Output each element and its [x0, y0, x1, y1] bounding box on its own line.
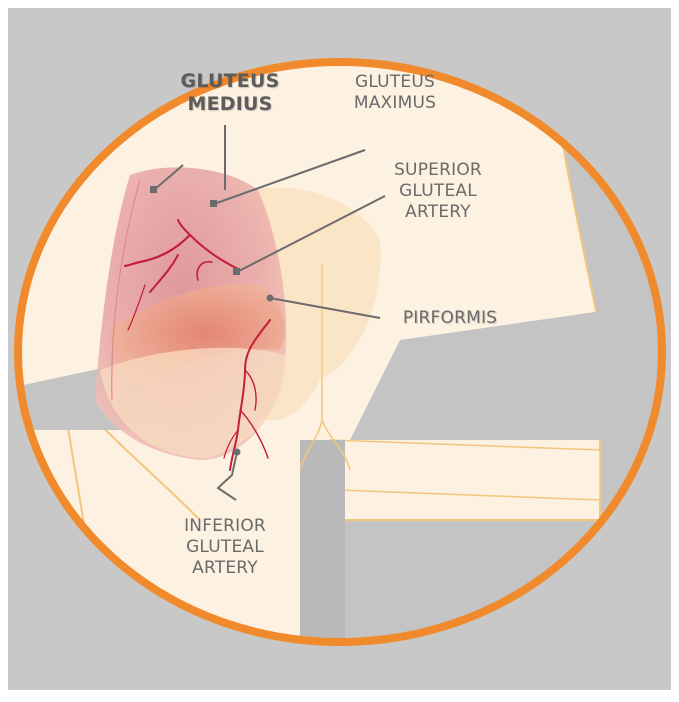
- label-gluteus-maximus: GLUTEUS MAXIMUS: [330, 72, 460, 114]
- label-inferior-gluteal-artery: INFERIOR GLUTEAL ARTERY: [165, 516, 285, 579]
- label-superior-gluteal-artery: SUPERIOR GLUTEAL ARTERY: [378, 160, 498, 223]
- right-thigh: [330, 440, 600, 500]
- label-gluteus-medius: GLUTEUS MEDIUS: [170, 70, 290, 116]
- label-piriformis: PIRFORMIS: [380, 308, 520, 329]
